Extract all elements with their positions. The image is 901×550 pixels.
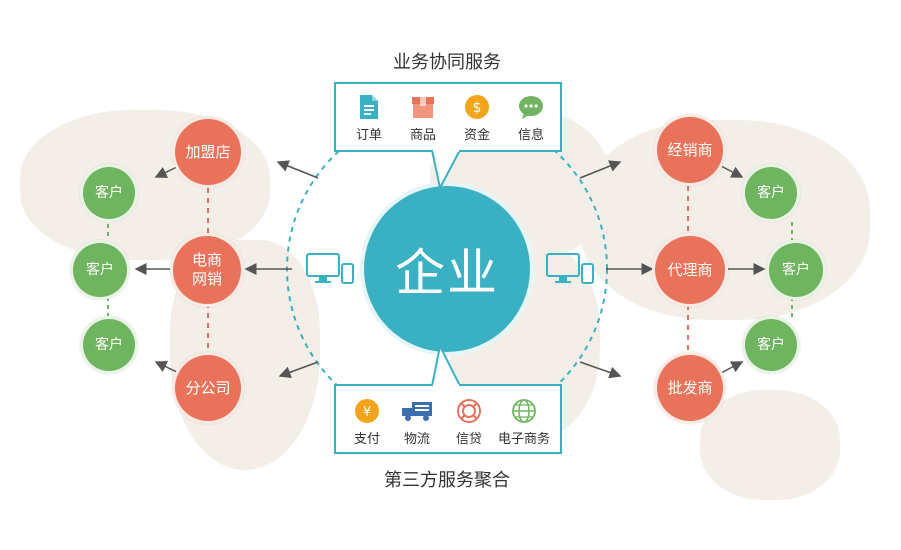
service-credit: 信贷	[442, 398, 496, 447]
arrow	[278, 361, 319, 379]
svg-text:$: $	[473, 100, 482, 116]
document-icon	[360, 95, 378, 119]
channel-node-distributor: 经销商	[654, 114, 726, 186]
desktop-phone-icon	[306, 253, 354, 284]
service-info: 信息	[504, 94, 558, 143]
callout-pointer	[431, 148, 461, 191]
arrow	[579, 160, 622, 179]
node-label: 分公司	[185, 378, 231, 397]
node-label: 代理商	[667, 260, 713, 279]
desktop-phone-icon	[546, 253, 594, 284]
channel-node-agent: 代理商	[652, 233, 728, 307]
node-label: 客户	[757, 184, 785, 201]
service-funds: $ 资金	[450, 94, 504, 143]
service-label: 资金	[463, 128, 490, 143]
service-label: 订单	[355, 128, 382, 143]
arrow	[276, 160, 319, 179]
node-label: 客户	[782, 261, 810, 278]
lifebuoy-icon	[457, 399, 481, 423]
channel-node-franchise: 加盟店	[172, 116, 244, 188]
svg-text:¥: ¥	[363, 405, 371, 420]
service-label: 商品	[409, 128, 436, 143]
service-label: 支付	[353, 432, 380, 447]
bottom-caption: 第三方服务聚合	[384, 470, 510, 491]
customer-node: 客户	[766, 240, 826, 300]
channel-node-wholesaler: 批发商	[654, 352, 726, 424]
node-label: 客户	[86, 261, 114, 278]
node-label: 经销商	[667, 140, 713, 159]
bottom-service-callout: ¥ 支付 物流 信贷	[334, 384, 562, 454]
node-label: 批发商	[667, 378, 713, 397]
arrow	[579, 361, 622, 379]
top-caption: 业务协同服务	[393, 52, 501, 73]
service-ecommerce: 电子商务	[492, 398, 556, 447]
service-label: 信息	[517, 128, 544, 143]
enterprise-center-node: 企业	[364, 186, 530, 352]
customer-node: 客户	[80, 164, 138, 222]
node-label: 客户	[95, 336, 123, 353]
globe-icon	[512, 399, 536, 423]
node-label: 客户	[757, 336, 785, 353]
service-logistics: 物流	[390, 398, 444, 447]
channel-node-ecommerce: 电商 网销	[170, 233, 244, 307]
callout-pointer	[431, 342, 461, 388]
customer-node: 客户	[70, 240, 130, 300]
service-label: 物流	[403, 432, 430, 447]
chat-bubble-icon	[519, 96, 543, 119]
center-label: 企业	[395, 244, 499, 302]
node-label: 电商 网销	[191, 251, 222, 288]
yen-coin-icon: ¥	[355, 399, 379, 423]
customer-node: 客户	[80, 316, 138, 374]
node-label: 客户	[95, 184, 123, 201]
node-label: 加盟店	[185, 142, 231, 161]
truck-icon	[402, 402, 432, 421]
world-map-background	[700, 390, 840, 500]
service-payment: ¥ 支付	[340, 398, 394, 447]
box-icon	[412, 97, 434, 118]
top-service-callout: 订单 商品 $ 资金 信息	[334, 82, 562, 152]
channel-node-branch: 分公司	[172, 352, 244, 424]
customer-node: 客户	[742, 164, 800, 222]
dollar-coin-icon: $	[465, 95, 489, 119]
customer-node: 客户	[742, 316, 800, 374]
service-order: 订单	[342, 94, 396, 143]
service-label: 信贷	[455, 432, 482, 447]
service-goods: 商品	[396, 94, 450, 143]
service-label: 电子商务	[497, 432, 550, 447]
